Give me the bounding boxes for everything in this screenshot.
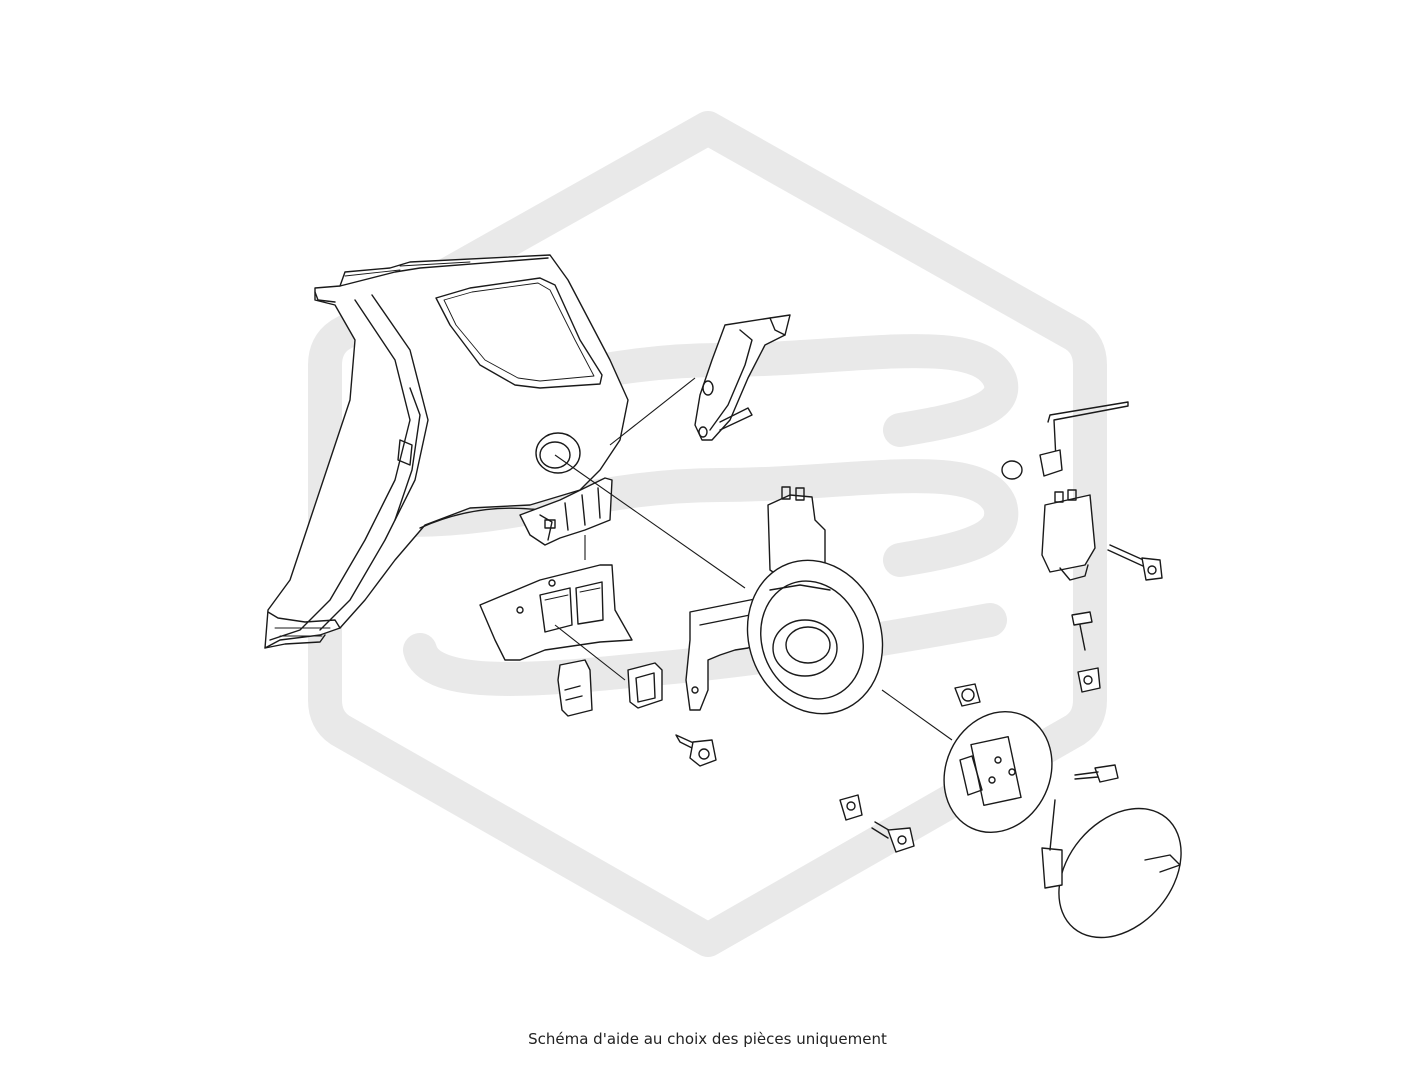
lock-actuator [1001,401,1129,581]
lower-housing-bracket [479,564,633,661]
fuel-filler-housing [685,486,884,715]
inner-bracket [519,477,613,546]
bolt-actuator [1107,544,1163,581]
clip-small-center [954,683,981,707]
parts-linework [264,254,1182,939]
bolt-right-upper [1074,764,1119,783]
rear-quarter-panel [264,254,629,649]
fuel-door-inner-plate [943,710,1053,834]
diagram-caption: Schéma d'aide au choix des pièces unique… [528,1030,887,1048]
fuel-door-cap [1041,799,1182,939]
leader-lines [554,377,953,741]
pin-actuator [1071,611,1101,693]
grommet-part [627,662,663,709]
nut-small-left [839,794,863,821]
upper-bracket [694,314,791,441]
clip-part [557,659,593,717]
bolt-lower-center [871,821,915,853]
bolt-lower-left [675,734,717,767]
